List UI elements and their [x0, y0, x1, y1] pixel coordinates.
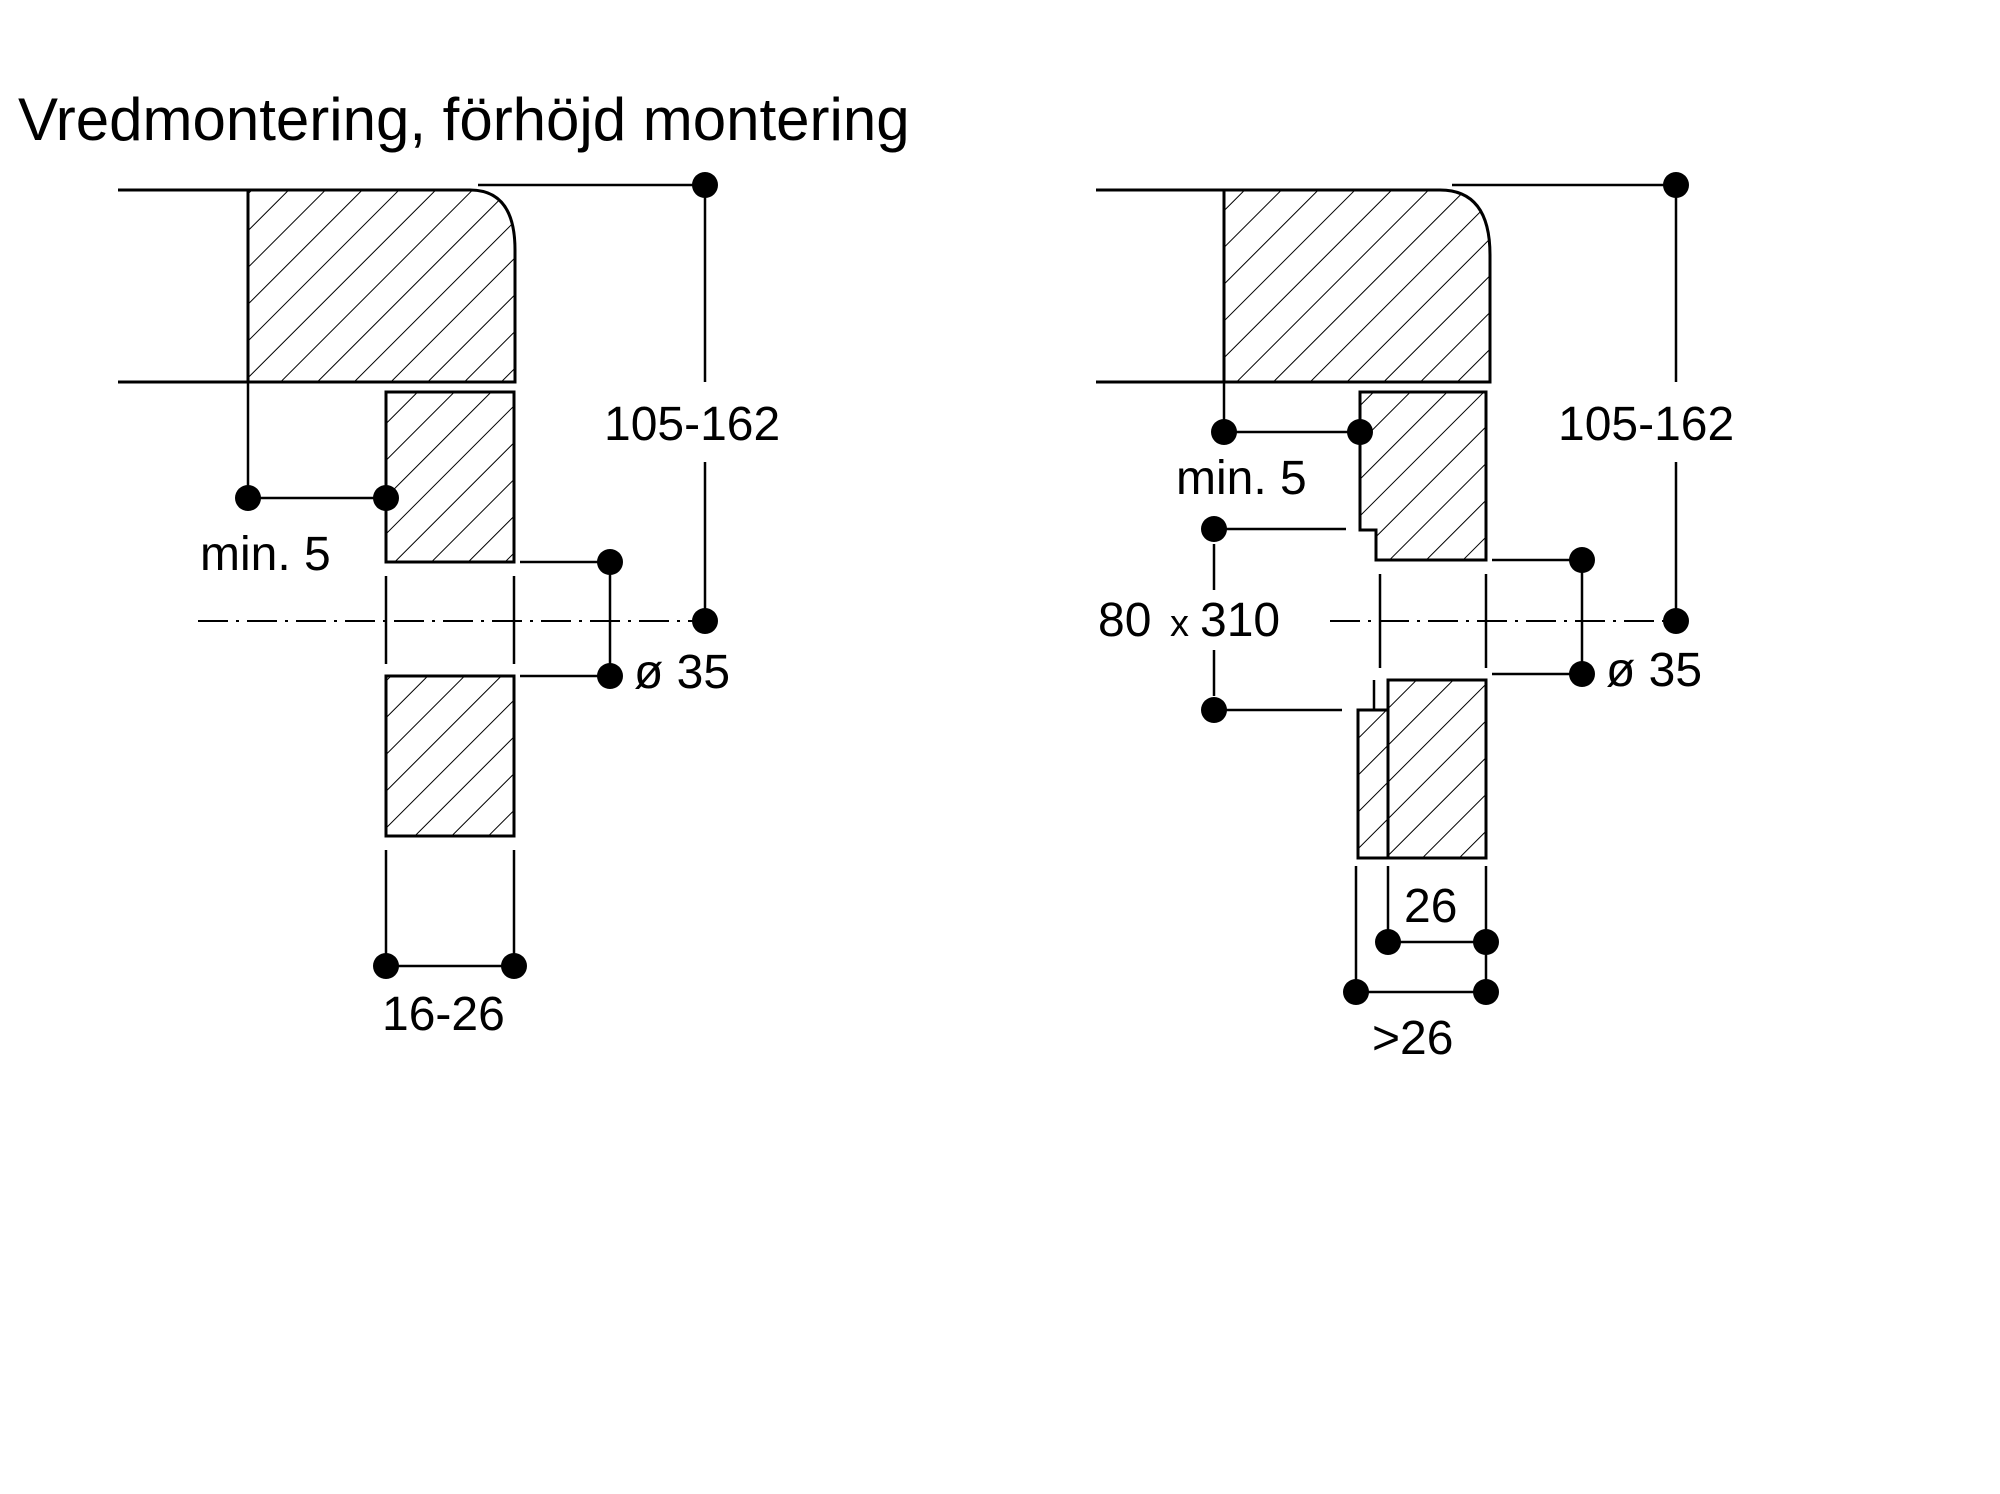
right-hole-dot-top [1569, 547, 1595, 573]
right-total-dot-right [1473, 979, 1499, 1005]
right-gap-dot-left [1211, 419, 1237, 445]
left-thick-dot-left [373, 953, 399, 979]
right-gap-label: min. 5 [1176, 452, 1307, 505]
right-panel-dot-right [1473, 929, 1499, 955]
right-panel-label: 26 [1404, 880, 1457, 933]
right-gap-dot-right [1347, 419, 1373, 445]
right-panel-lower [1386, 678, 1488, 860]
left-hole-dot-top [597, 549, 623, 575]
right-total-label: >26 [1372, 1012, 1453, 1065]
right-worktop-block [1222, 188, 1492, 384]
right-cutout-dot-top [1201, 516, 1227, 542]
right-height-dot-top [1663, 172, 1689, 198]
left-hole-label: ø 35 [634, 646, 730, 699]
left-gap-label: min. 5 [200, 528, 331, 581]
left-worktop-block [246, 188, 517, 384]
right-panel-upper [1358, 390, 1488, 562]
left-panel-upper [384, 390, 516, 564]
left-diagram: min. 5 ø 35 105-162 16-26 [118, 172, 780, 1041]
left-gap-dot-right [373, 485, 399, 511]
right-cutout-label-x: x [1170, 603, 1189, 645]
left-panel-lower [384, 674, 516, 838]
left-thick-dot-right [501, 953, 527, 979]
left-height-label: 105-162 [604, 398, 780, 451]
right-diagram: min. 5 80 x 310 ø 35 105-162 [1096, 172, 1734, 1065]
right-total-dot-left [1343, 979, 1369, 1005]
left-height-dot-top [692, 172, 718, 198]
right-cutout-dot-bottom [1201, 697, 1227, 723]
right-panel-lower-front [1356, 708, 1390, 860]
left-hole-dot-bottom [597, 663, 623, 689]
right-cutout-label-b: 310 [1200, 594, 1280, 647]
right-panel-dot-left [1375, 929, 1401, 955]
right-height-dot-bottom [1663, 608, 1689, 634]
left-thick-label: 16-26 [382, 988, 505, 1041]
page-title: Vredmontering, förhöjd montering [18, 86, 910, 153]
left-gap-dot-left [235, 485, 261, 511]
right-hole-dot-bottom [1569, 661, 1595, 687]
right-hole-label: ø 35 [1606, 644, 1702, 697]
right-cutout-label-a: 80 [1098, 594, 1151, 647]
left-height-dot-bottom [692, 608, 718, 634]
right-height-label: 105-162 [1558, 398, 1734, 451]
